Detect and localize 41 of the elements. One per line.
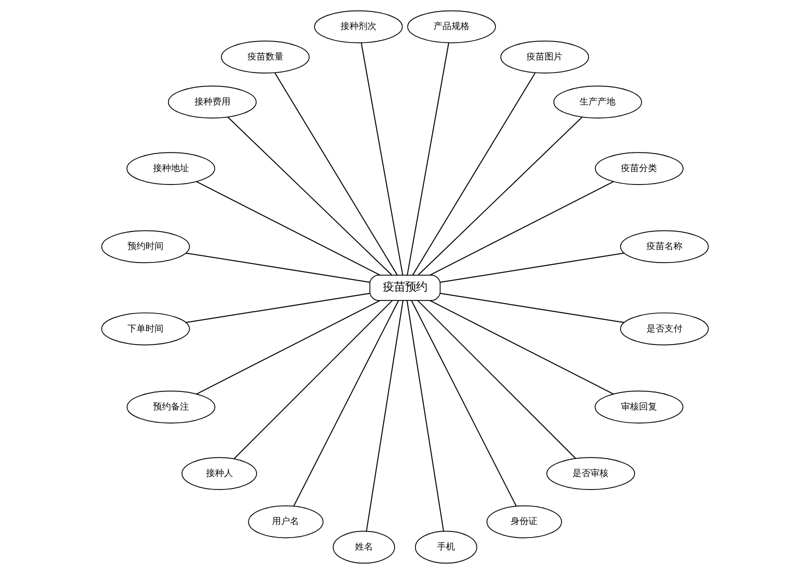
connector [366,300,404,532]
node-ellipse: 产品规格 [407,10,496,44]
node-ellipse: 疫苗数量 [220,40,310,74]
node-ellipse: 手机 [414,530,478,564]
node-ellipse: 接种人 [182,457,257,490]
node-ellipse: 用户名 [248,505,324,538]
node-ellipse: 预约备注 [126,390,216,424]
node-ellipse: 下单时间 [101,312,190,346]
node-ellipse: 疫苗图片 [500,40,590,74]
node-ellipse: 审核回复 [594,390,684,424]
connector [196,181,380,276]
node-ellipse: 接种地址 [126,152,216,185]
connector [406,300,444,532]
node-ellipse: 身份证 [486,505,562,538]
connector [440,292,625,323]
connector [440,252,625,283]
node-ellipse: 接种费用 [168,86,257,119]
connector [411,300,517,507]
connector [430,181,614,276]
node-ellipse: 生产产地 [553,86,642,119]
node-ellipse: 是否支付 [620,312,709,346]
node-ellipse: 是否审核 [546,457,636,490]
connector [274,72,398,276]
connector [293,300,399,507]
node-ellipse: 预约时间 [101,230,190,264]
node-ellipse: 疫苗分类 [594,152,684,185]
node-ellipse: 疫苗名称 [620,230,709,264]
connector [418,116,583,276]
connector [430,300,614,394]
node-ellipse: 姓名 [332,530,396,564]
connector [412,72,536,276]
node-box: 疫苗预约 [369,274,441,301]
connector [234,300,393,460]
connector [406,42,450,276]
connector [417,300,576,459]
connector [196,300,380,394]
node-ellipse: 接种剂次 [314,10,403,44]
connector [185,292,370,323]
connector [360,42,404,276]
connector [185,252,370,283]
connector [227,116,392,276]
